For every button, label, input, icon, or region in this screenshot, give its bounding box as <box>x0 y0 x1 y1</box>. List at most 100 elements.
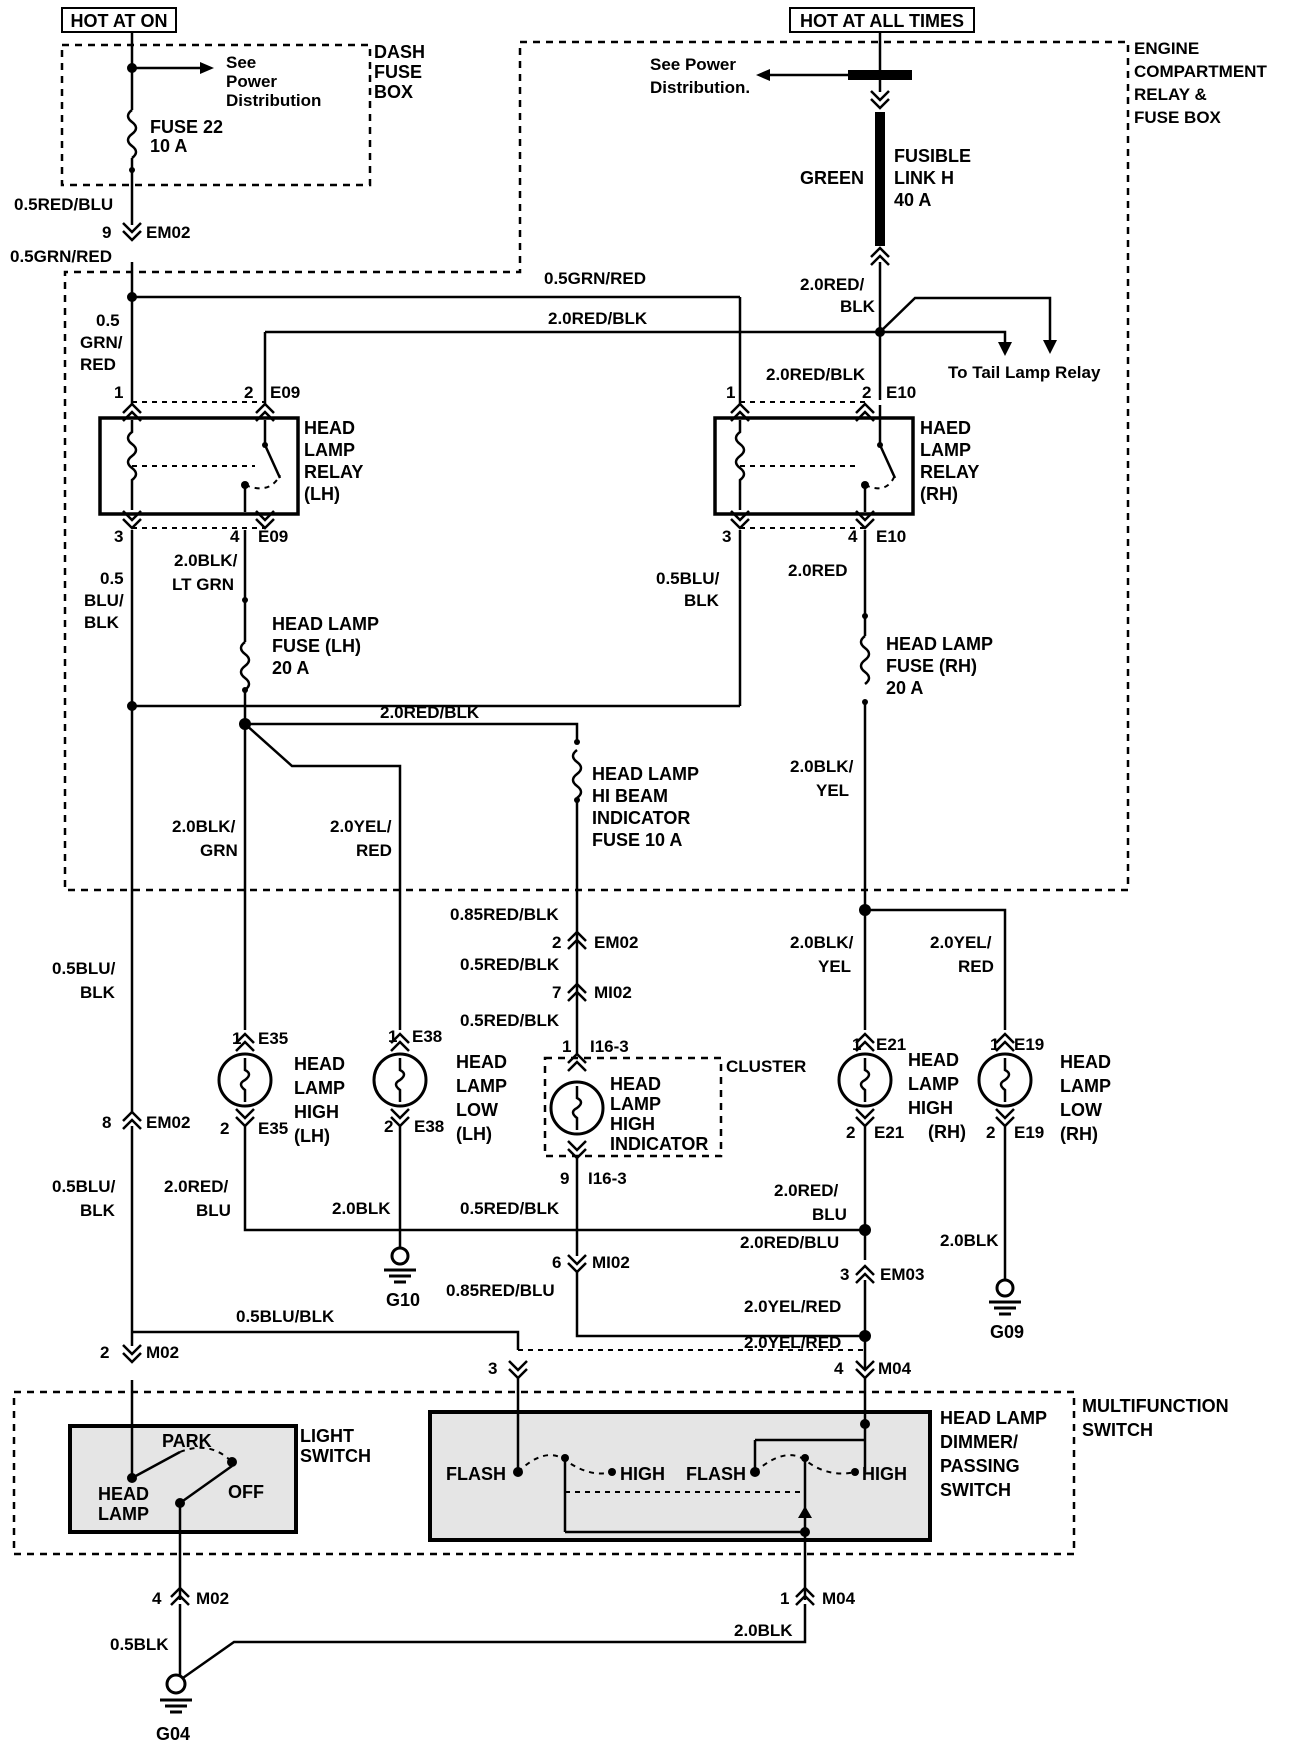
hi-beam-indicator-fuse-symbol <box>571 749 583 799</box>
fusible-link-label: FUSIBLE LINK H 40 A <box>894 146 971 210</box>
connector-id: E19 <box>1014 1035 1044 1054</box>
lamp-label: LAMP <box>294 1078 345 1098</box>
wire-20yelred-rh <box>865 908 1007 1030</box>
wire-label: 0.85RED/BLU <box>446 1281 555 1300</box>
wire-label: 0.5RED/BLK <box>460 1199 560 1218</box>
connector-id: E21 <box>874 1123 904 1142</box>
wire-label: GRN/ <box>80 333 123 352</box>
wire-label-05blublk-em02: 0.5BLU/ BLK <box>52 1177 116 1220</box>
switch-flash-label: FLASH <box>446 1464 506 1484</box>
wire-label-05blublk-e09: 0.5 BLU/ BLK <box>84 569 124 632</box>
wire-label: RED <box>356 841 392 860</box>
engine-compartment-box-label: ENGINE COMPARTMENT RELAY & FUSE BOX <box>1134 39 1267 127</box>
connector-pin: 1 <box>726 383 735 402</box>
connector-pin: 1 <box>852 1035 861 1054</box>
connector-id: E19 <box>1014 1123 1044 1142</box>
wire-label: 2.0RED/BLK <box>548 309 648 328</box>
dash-fuse-box-label-line: DASH <box>374 42 425 62</box>
connector-pin: 6 <box>552 1253 561 1272</box>
wire-label: 2.0BLK/ <box>790 933 854 952</box>
relay-lh-label: (LH) <box>304 484 340 504</box>
engine-box-label-line: ENGINE <box>1134 39 1199 58</box>
wire-label: BLK <box>80 983 116 1002</box>
head-lamp-fuse-rh-label: HEAD LAMP FUSE (RH) 20 A <box>886 634 993 698</box>
wire-label: 0.5RED/BLK <box>460 955 560 974</box>
connector-id: E10 <box>876 527 906 546</box>
hot-at-all-times-tag: HOT AT ALL TIMES <box>789 7 975 33</box>
wire-label-20blkyel-e21: 2.0BLK/ YEL <box>790 933 854 976</box>
fuse-22-symbol <box>126 109 138 159</box>
lamp-label: LAMP <box>610 1094 661 1114</box>
dash-fuse-box-label-line: BOX <box>374 82 413 102</box>
connector-pin: 1 <box>990 1035 999 1054</box>
connector-pin: 3 <box>840 1265 849 1284</box>
connector-em02-9 <box>121 221 143 242</box>
connector-pin: 8 <box>102 1113 111 1132</box>
note-line: Power <box>226 72 277 91</box>
wire-20blk-m04 <box>179 1604 807 1682</box>
wire-label-05blublk-lower: 0.5BLU/ BLK <box>52 959 116 1002</box>
wire-20redblk-mid <box>245 722 579 742</box>
switch-head-lamp-label: HEAD <box>98 1484 149 1504</box>
fuse-label: HEAD LAMP <box>272 614 379 634</box>
lamp-label: HEAD <box>610 1074 661 1094</box>
wire-label: BLK <box>840 297 876 316</box>
connector-m02-3 <box>507 1359 529 1380</box>
head-lamp-dimmer-passing-switch: FLASH HIGH FLASH HIGH HEAD LAMP DIMMER/ … <box>428 1378 1047 1600</box>
dimmer-switch-label: SWITCH <box>940 1480 1011 1500</box>
wire-label: 2.0RED/ <box>164 1177 229 1196</box>
relay-lh-label: LAMP <box>304 440 355 460</box>
ground-g04-label: G04 <box>156 1724 190 1744</box>
wire-label: BLK <box>84 613 120 632</box>
connector-pin: 2 <box>244 383 253 402</box>
connector-m02-2 <box>121 1343 143 1364</box>
wire-label: BLK <box>684 591 720 610</box>
engine-box-label-line: FUSE BOX <box>1134 108 1222 127</box>
dash-fuse-box-label: DASH FUSE BOX <box>374 42 425 102</box>
wire-label: 0.85RED/BLK <box>450 905 559 924</box>
engine-box-label-line: COMPARTMENT <box>1134 62 1267 81</box>
dimmer-switch-label: DIMMER/ <box>940 1432 1018 1452</box>
head-lamp-high-lh: HEAD LAMP HIGH (LH) <box>217 1032 345 1146</box>
dimmer-switch-label: PASSING <box>940 1456 1020 1476</box>
relay-rh-label: HAED <box>920 418 971 438</box>
multifunction-switch-label: MULTIFUNCTION SWITCH <box>1082 1396 1229 1440</box>
lamp-label: HIGH <box>294 1102 339 1122</box>
lamp-label: HEAD <box>1060 1052 1111 1072</box>
wire-label-20yelred-rh: 2.0YEL/ RED <box>930 933 994 976</box>
arrow-up-icon <box>798 1506 812 1518</box>
engine-box-label-line: RELAY & <box>1134 85 1207 104</box>
fuse-label: HEAD LAMP <box>592 764 699 784</box>
connector-pin: 2 <box>552 933 561 952</box>
lamp-label: LAMP <box>1060 1076 1111 1096</box>
lamp-label: LOW <box>456 1100 498 1120</box>
wire-label-20blkgrn: 2.0BLK/ GRN <box>172 817 238 860</box>
wire-label: 2.0BLK <box>734 1621 793 1640</box>
connector-pin: 2 <box>986 1123 995 1142</box>
head-lamp-low-lh: HEAD LAMP LOW (LH) <box>372 1032 507 1144</box>
fuse-22-rating: 10 A <box>150 136 187 156</box>
lamp-label: HEAD <box>908 1050 959 1070</box>
head-lamp-fuse-rh-symbol <box>859 635 871 685</box>
wire-label: 2.0RED/BLK <box>380 703 480 722</box>
wire-label-05blublk-e10: 0.5BLU/ BLK <box>656 569 720 610</box>
wire-label: 0.5BLU/BLK <box>236 1307 335 1326</box>
wire-label: 2.0BLK/ <box>172 817 236 836</box>
ground-g09-icon <box>989 1278 1021 1316</box>
connector-id: MI02 <box>592 1253 630 1272</box>
connector-pin: 9 <box>560 1169 569 1188</box>
arrow-down-icon <box>1043 340 1057 354</box>
connector-id: EM03 <box>880 1265 924 1284</box>
dash-fuse-box-label-line: FUSE <box>374 62 422 82</box>
connector-id: EM02 <box>146 223 190 242</box>
lamp-label: HIGH <box>908 1098 953 1118</box>
see-power-distribution-note: See Power Distribution <box>226 53 321 110</box>
wire-label: 0.5BLU/ <box>52 959 116 978</box>
head-lamp-low-rh: HEAD LAMP LOW (RH) <box>977 1032 1111 1144</box>
fusible-link-name: LINK H <box>894 168 954 188</box>
wire-label: BLU <box>196 1201 231 1220</box>
cluster-label: CLUSTER <box>726 1057 806 1076</box>
wire-label: 2.0BLK/ <box>174 551 238 570</box>
connector-pin: 1 <box>780 1589 789 1608</box>
fuse-label: INDICATOR <box>592 808 690 828</box>
